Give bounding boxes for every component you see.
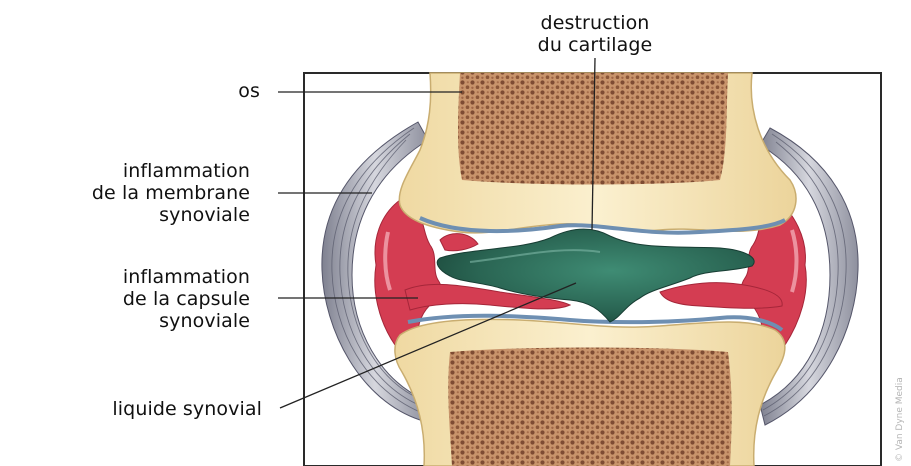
copyright-credit: © Van Dyne Media bbox=[895, 377, 905, 462]
inflamed-capsule-top-left bbox=[440, 234, 478, 251]
label-membrane: inflammation de la membrane synoviale bbox=[0, 160, 250, 226]
label-capsule-line3: synoviale bbox=[0, 310, 250, 332]
label-cartilage: destruction du cartilage bbox=[490, 12, 700, 56]
label-membrane-line1: inflammation bbox=[0, 160, 250, 182]
label-cartilage-line2: du cartilage bbox=[490, 34, 700, 56]
label-capsule: inflammation de la capsule synoviale bbox=[0, 266, 250, 332]
label-capsule-line1: inflammation bbox=[0, 266, 250, 288]
label-capsule-line2: de la capsule bbox=[0, 288, 250, 310]
label-fluid-text: liquide synovial bbox=[0, 398, 262, 420]
label-cartilage-line1: destruction bbox=[490, 12, 700, 34]
synovial-fluid bbox=[437, 229, 754, 322]
label-fluid: liquide synovial bbox=[0, 398, 262, 420]
label-bone: os bbox=[200, 80, 260, 102]
label-bone-text: os bbox=[200, 80, 260, 102]
label-membrane-line3: synoviale bbox=[0, 204, 250, 226]
label-membrane-line2: de la membrane bbox=[0, 182, 250, 204]
spongy-bone-bottom bbox=[448, 348, 731, 466]
